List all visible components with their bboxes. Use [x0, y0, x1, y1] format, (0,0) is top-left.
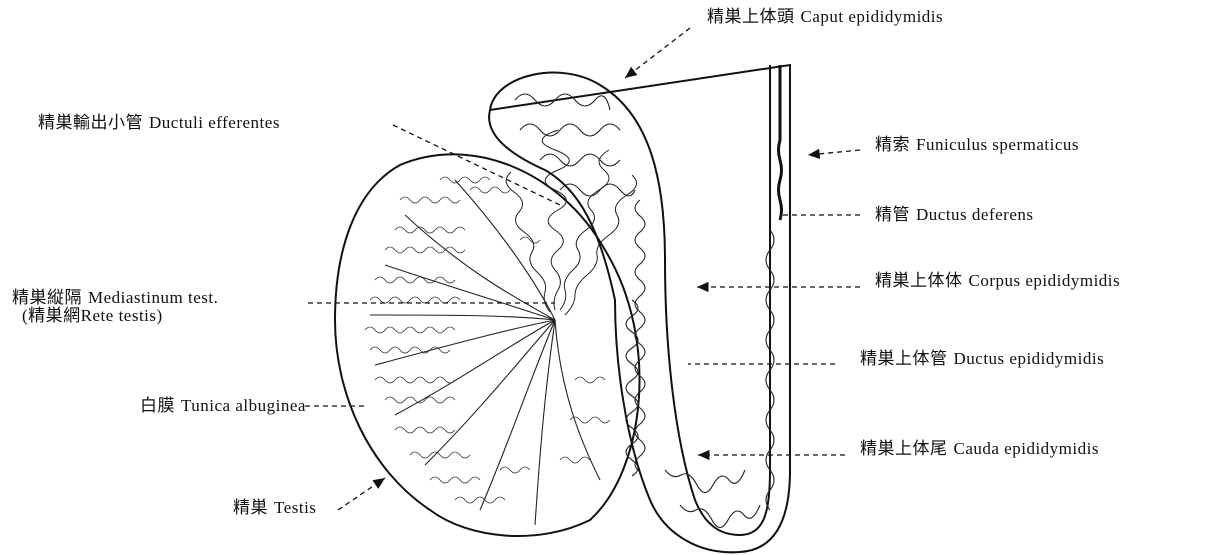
label-tunica-ja: 白膜 — [140, 396, 175, 415]
label-ductus-epi-ja: 精巣上体管 — [860, 349, 948, 368]
label-deferens: 精管 Ductus deferens — [875, 205, 1034, 225]
label-ductus-epi-la: Ductus epididymidis — [954, 349, 1105, 368]
ductus-epididymidis-coils — [515, 94, 774, 528]
label-ductuli: 精巣輸出小管 Ductuli efferentes — [38, 113, 280, 133]
testis-outline — [335, 154, 640, 536]
leader-caput — [625, 28, 690, 78]
label-testis: 精巣 Testis — [233, 498, 316, 518]
label-rete: (精巣網Rete testis) — [22, 306, 163, 326]
label-ductuli-la: Ductuli efferentes — [149, 113, 280, 132]
ductuli-efferentes — [506, 130, 636, 315]
label-corpus-ja: 精巣上体体 — [875, 271, 963, 290]
label-cauda: 精巣上体尾 Cauda epididymidis — [860, 439, 1099, 459]
seminiferous-tubules — [365, 177, 610, 503]
leader-funiculus — [808, 150, 860, 155]
leader-lines — [305, 28, 860, 510]
label-funiculus: 精索 Funiculus spermaticus — [875, 135, 1079, 155]
label-caput: 精巣上体頭 Caput epididymidis — [707, 7, 943, 27]
leader-testis — [338, 478, 385, 510]
label-rete-ja: (精巣網 — [22, 306, 81, 325]
label-tunica-la: Tunica albuginea — [181, 396, 306, 415]
label-testis-la: Testis — [274, 498, 316, 517]
label-testis-ja: 精巣 — [233, 498, 268, 517]
testis-lobules — [370, 180, 600, 525]
label-mediastinum-ja: 精巣縦隔 — [12, 288, 82, 307]
label-tunica: 白膜 Tunica albuginea — [140, 396, 306, 416]
label-ductuli-ja: 精巣輸出小管 — [38, 113, 143, 132]
label-funiculus-ja: 精索 — [875, 135, 910, 154]
ductus-deferens-vessel — [779, 65, 782, 220]
label-mediastinum: 精巣縦隔 Mediastinum test. — [12, 288, 218, 308]
label-rete-la: Rete testis) — [81, 306, 163, 325]
label-caput-la: Caput epididymidis — [801, 7, 944, 26]
label-cauda-ja: 精巣上体尾 — [860, 439, 948, 458]
label-corpus-la: Corpus epididymidis — [969, 271, 1121, 290]
label-caput-ja: 精巣上体頭 — [707, 7, 795, 26]
label-ductus-epi: 精巣上体管 Ductus epididymidis — [860, 349, 1104, 369]
label-mediastinum-la: Mediastinum test. — [88, 288, 218, 307]
label-funiculus-la: Funiculus spermaticus — [916, 135, 1079, 154]
label-deferens-ja: 精管 — [875, 205, 910, 224]
label-corpus: 精巣上体体 Corpus epididymidis — [875, 271, 1120, 291]
label-cauda-la: Cauda epididymidis — [954, 439, 1099, 458]
label-deferens-la: Ductus deferens — [916, 205, 1034, 224]
